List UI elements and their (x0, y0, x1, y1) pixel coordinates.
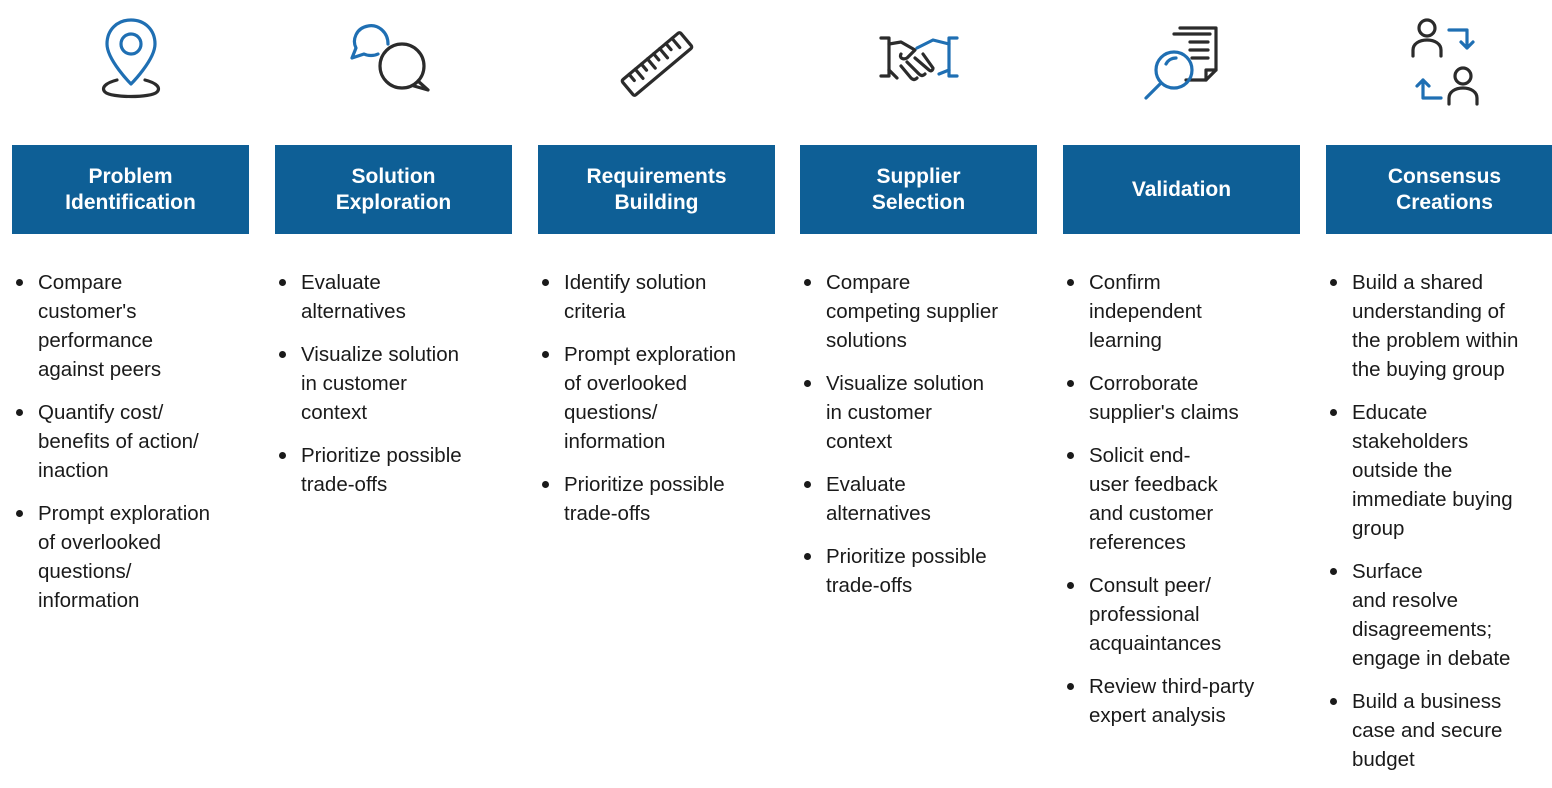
stage-problem-identification: Problem Identification Compare customer'… (12, 0, 249, 773)
stage-header: Validation (1063, 145, 1300, 234)
list-item: Prompt exploration of overlooked questio… (12, 499, 257, 615)
bullet-list: Identify solution criteria Prompt explor… (538, 268, 783, 542)
stage-title: Consensus Creations (1387, 164, 1502, 214)
list-item: Surface and resolve disagreements; engag… (1326, 557, 1552, 673)
stage-header: Problem Identification (12, 145, 249, 234)
magnifier-document-icon (1063, 8, 1300, 112)
list-item: Visualize solution in customer context (275, 340, 520, 427)
stage-header: Consensus Creations (1326, 145, 1552, 234)
list-item: Build a business case and secure budget (1326, 687, 1552, 774)
list-item: Review third-party expert analysis (1063, 672, 1308, 730)
stage-header: Solution Exploration (275, 145, 512, 234)
list-item: Compare customer's performance against p… (12, 268, 257, 384)
list-item: Compare competing supplier solutions (800, 268, 1045, 355)
stage-title: Supplier Selection (871, 164, 966, 214)
bullet-list: Confirm independent learning Corroborate… (1063, 268, 1308, 744)
list-item: Visualize solution in customer context (800, 369, 1045, 456)
list-item: Evaluate alternatives (275, 268, 520, 326)
list-item: Prioritize possible trade-offs (275, 441, 520, 499)
list-item: Evaluate alternatives (800, 470, 1045, 528)
list-item: Prompt exploration of overlooked questio… (538, 340, 783, 456)
bullet-list: Compare customer's performance against p… (12, 268, 257, 629)
stage-header: Supplier Selection (800, 145, 1037, 234)
stage-title: Requirements Building (586, 164, 727, 214)
stage-solution-exploration: Solution Exploration Evaluate alternativ… (275, 0, 512, 773)
people-exchange-icon (1326, 8, 1552, 112)
stage-supplier-selection: Supplier Selection Compare competing sup… (800, 0, 1037, 773)
bullet-list: Compare competing supplier solutions Vis… (800, 268, 1045, 614)
bullet-list: Evaluate alternatives Visualize solution… (275, 268, 520, 513)
stage-title: Solution Exploration (335, 164, 452, 214)
stage-validation: Validation Confirm independent learning … (1063, 0, 1300, 773)
bullet-list: Build a shared understanding of the prob… (1326, 268, 1552, 788)
list-item: Solicit end- user feedback and customer … (1063, 441, 1308, 557)
list-item: Quantify cost/ benefits of action/ inact… (12, 398, 257, 485)
stage-title: Problem Identification (65, 164, 196, 214)
stage-consensus-creations: Consensus Creations Build a shared under… (1326, 0, 1552, 773)
stage-header: Requirements Building (538, 145, 775, 234)
handshake-icon (800, 8, 1037, 112)
list-item: Educate stakeholders outside the immedia… (1326, 398, 1552, 543)
list-item: Consult peer/ professional acquaintances (1063, 571, 1308, 658)
location-pin-icon (12, 8, 249, 112)
ruler-icon (538, 8, 775, 112)
list-item: Prioritize possible trade-offs (538, 470, 783, 528)
list-item: Confirm independent learning (1063, 268, 1308, 355)
list-item: Prioritize possible trade-offs (800, 542, 1045, 600)
list-item: Corroborate supplier's claims (1063, 369, 1308, 427)
stage-requirements-building: Requirements Building Identify solution … (538, 0, 775, 773)
stage-title: Validation (1131, 177, 1232, 201)
chat-bubbles-icon (275, 8, 512, 112)
list-item: Identify solution criteria (538, 268, 783, 326)
list-item: Build a shared understanding of the prob… (1326, 268, 1552, 384)
